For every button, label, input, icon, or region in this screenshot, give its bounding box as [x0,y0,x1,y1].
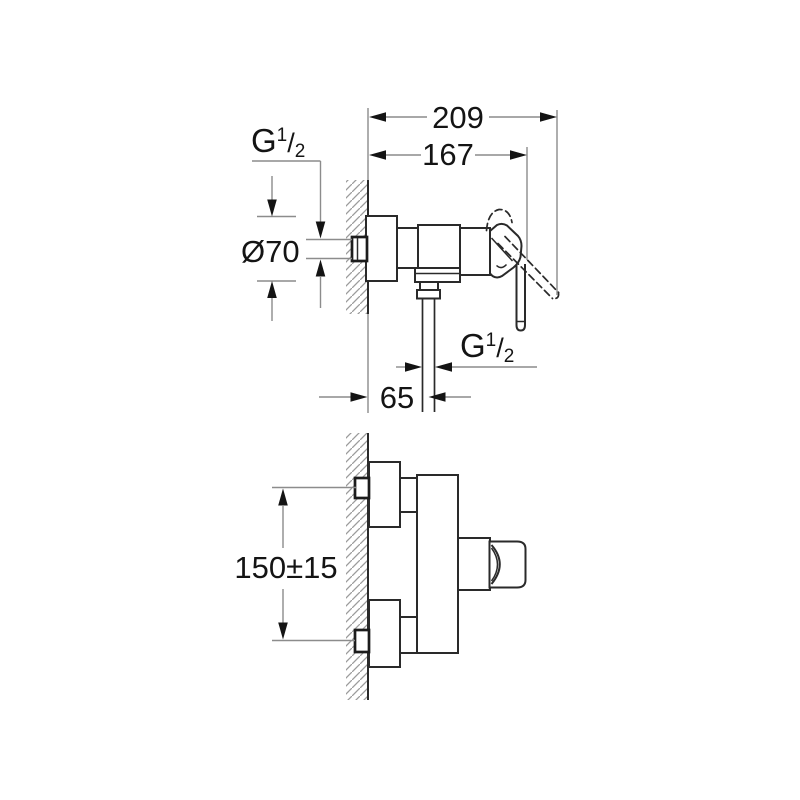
cartridge-housing [459,227,491,276]
dim-label-dia70: Ø70 [241,234,300,269]
dim-label-150: 150±15 [234,550,337,585]
lever-rod-dashed-1 [504,235,560,294]
inlet-fitting-side [350,235,369,263]
dimension-dia70: Ø70 [241,176,300,321]
arrowhead-right [540,112,557,122]
knob-arc [490,544,501,585]
mixer-body-front [353,461,527,668]
arrowhead-up [267,281,277,298]
lever-rod-down [515,264,526,332]
outlet-nut [416,289,441,300]
inlet-fitting-top [353,476,371,500]
dimension-65: 65 [319,380,471,415]
handle-inner-line [490,237,514,262]
handle-shaft [457,537,491,591]
dim-label-209: 209 [432,100,484,135]
dim-label-167: 167 [422,137,474,172]
lever-rod-dashed-cap [551,291,560,300]
handle-alt-position-dashed-arc [485,208,513,232]
arrowhead-up [278,488,288,506]
union-step-bottom [399,616,418,654]
dimension-209: 209 [369,100,558,295]
union-step [396,227,419,269]
wall-section-front [346,433,369,700]
arrowhead-down [278,622,288,640]
dimension-150: 150±15 [234,486,356,642]
handle-inner-arc [495,263,508,269]
handle-knob [488,540,527,589]
wall-hatching [346,433,368,700]
union-step-top [399,477,418,513]
dimension-167: 167 [369,137,528,260]
thread-label-outlet: G1/2 [460,327,514,367]
arrowhead-right [510,150,527,160]
escutcheon-bottom [368,599,401,668]
arrowhead-down [315,221,326,239]
inlet-fitting-bottom [353,628,371,654]
inlet-fitting [350,235,369,263]
knob-arc-inner [490,547,499,582]
arrowhead-right [350,392,368,402]
thread-label-inlet: G1/2 [251,122,305,162]
valve-body-front [416,474,459,654]
arrowhead-left [428,392,446,402]
top-view: 209 167 G1/2 [241,100,560,415]
escutcheon-top [368,461,401,528]
mixer-body-side [365,208,560,412]
outlet-flange [419,281,439,291]
arrowhead-left [369,112,386,122]
body-lower-ring [414,267,461,283]
dim-label-65: 65 [380,380,414,415]
dimension-g-half-outlet: G1/2 [396,327,537,372]
escutcheon [365,215,398,282]
arrowhead-left [435,362,452,372]
arrowhead-down [267,199,277,217]
arrowhead-up [315,259,326,277]
dimension-g-half-inlet: G1/2 [251,122,352,308]
front-view: 150±15 [234,433,527,700]
valve-body [417,224,461,269]
arrowhead-right [405,362,422,372]
lever-rod-dashed-2 [497,242,554,300]
arrowhead-left [369,150,386,160]
